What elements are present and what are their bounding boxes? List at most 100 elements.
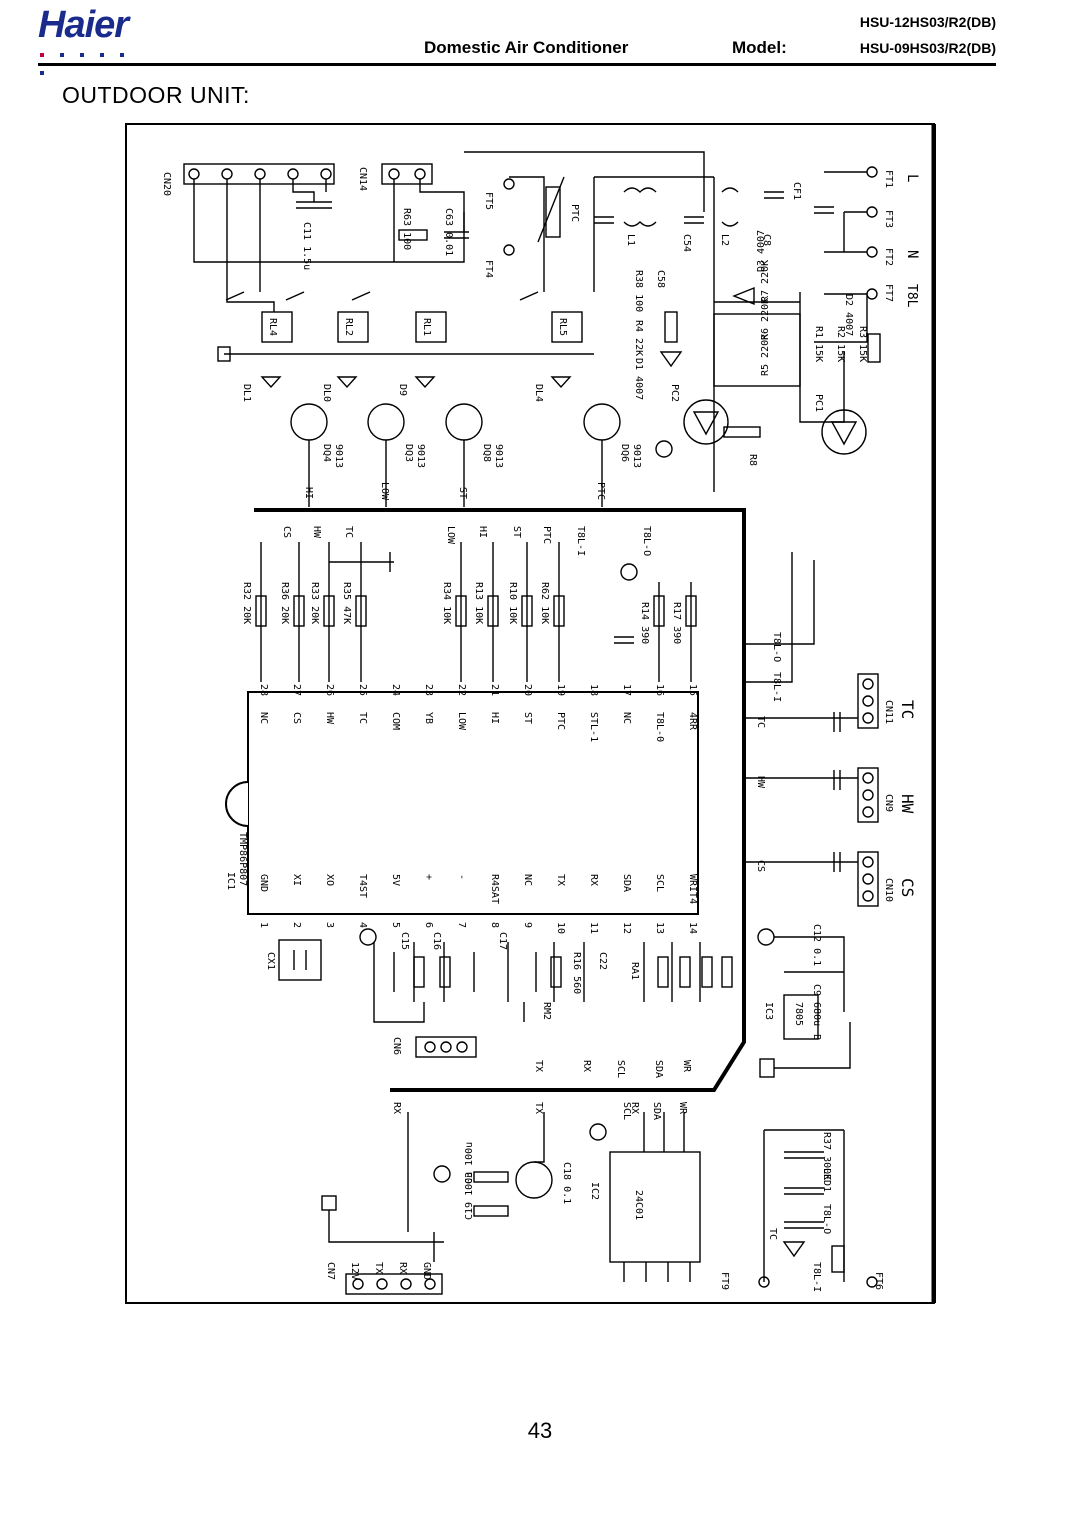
svg-text:FT6: FT6 <box>873 1272 884 1290</box>
ic1-bottom-pin-name: XO <box>324 874 335 886</box>
ic1-top-pin-25: 25 <box>357 684 368 696</box>
sensor-connectors: T8L-O T8L-I CN11 TC CN9 HW CN10 CS TC HW… <box>744 552 917 907</box>
svg-text:7805: 7805 <box>793 1002 804 1026</box>
drive-hi: HI <box>303 487 314 499</box>
ic1-top-net-labels: CS HW TC LOW HI ST PTC T8L-I T8L-O <box>281 526 652 556</box>
ic1-top-pin-22: 22 <box>456 684 467 696</box>
ic1-bottom-pin-5: 5 <box>390 922 401 928</box>
rl2-label: RL2 <box>343 318 354 336</box>
svg-text:TX: TX <box>373 1262 384 1274</box>
mcu-block-outline <box>254 508 746 1092</box>
ic1-top-resistors: R32 20K R36 20K R33 20K R35 47K R34 10K … <box>241 542 697 682</box>
ic1-top-pin-name: TC <box>357 712 368 724</box>
r8-label: R8 <box>747 454 758 466</box>
d1-label: D1 4007 <box>633 358 644 400</box>
dq3-label: DQ3 <box>403 444 414 462</box>
r1-label: R1 15K <box>813 326 824 362</box>
ft2-n-label: N <box>904 250 920 258</box>
cn20-label: CN20 <box>161 172 172 196</box>
ic1-top-pin-name: T8L-0 <box>654 712 665 742</box>
svg-text:C19 100u: C19 100u <box>464 1172 475 1220</box>
r4-label: R4 22K <box>633 320 644 356</box>
ic1-top-pin-21: 21 <box>489 684 500 696</box>
ic1-top-pin-name: 4RR <box>687 712 698 731</box>
svg-text:FT9: FT9 <box>719 1272 730 1290</box>
svg-text:SCL: SCL <box>621 1102 632 1120</box>
ic1-top-pin-name: ST <box>522 712 533 724</box>
r63-label: R63 100 <box>401 208 412 250</box>
ft5-label: FT5 <box>483 192 494 210</box>
svg-text:R13 10K: R13 10K <box>473 582 484 624</box>
svg-text:CS: CS <box>898 878 917 897</box>
ft7-t8l-label: T8L <box>904 284 919 308</box>
rl1-label: RL1 <box>421 318 432 336</box>
svg-text:RA1: RA1 <box>629 962 640 980</box>
svg-text:WR: WR <box>677 1102 688 1115</box>
dq4-label: DQ4 <box>321 444 332 462</box>
ic1-top-pin-name: COM <box>390 712 401 730</box>
ic1-top-pin-28: 28 <box>258 684 269 696</box>
ic1-bottom-pin-9: 9 <box>522 922 533 928</box>
ic1-bottom-pin-name: TX <box>555 874 566 886</box>
brand-wordmark: Haier <box>38 4 129 46</box>
svg-text:HW: HW <box>755 776 766 789</box>
svg-text:R10 10K: R10 10K <box>507 582 518 624</box>
svg-text:IC2: IC2 <box>589 1182 600 1200</box>
drive-low: LOW <box>379 482 390 501</box>
svg-text:HW: HW <box>898 794 917 814</box>
ic1-bottom-pin-11: 11 <box>588 922 599 934</box>
svg-text:HW: HW <box>311 526 322 539</box>
svg-text:T8L-O: T8L-O <box>821 1204 832 1234</box>
ic1-bottom-pin-name: GND <box>258 874 269 892</box>
ic1-bottom-pin-name: SCL <box>654 874 665 892</box>
svg-text:TC: TC <box>767 1228 778 1240</box>
ic1-top-pin-19: 19 <box>555 684 566 696</box>
svg-text:R32 20K: R32 20K <box>241 582 252 624</box>
svg-text:TX: TX <box>533 1102 544 1114</box>
svg-text:CN9: CN9 <box>883 794 894 812</box>
dq6-label: DQ6 <box>619 444 630 462</box>
svg-text:RX: RX <box>581 1060 592 1072</box>
svg-text:R37 300K: R37 300K <box>821 1132 832 1180</box>
svg-text:T8L-I: T8L-I <box>811 1262 822 1292</box>
svg-text:R35 47K: R35 47K <box>341 582 352 624</box>
ft2-label: FT2 <box>883 248 894 266</box>
svg-text:R16 560: R16 560 <box>571 952 582 994</box>
svg-text:RX: RX <box>397 1262 408 1274</box>
bottom-comm-circuit: C18 0.1 C3 100u C19 100u CN7 12V TX RX G… <box>321 1102 701 1295</box>
ic1-bottom-pin-name: SDA <box>621 874 632 892</box>
svg-text:TC: TC <box>343 526 354 538</box>
ic1-mcu: IC1 TMP86P807 <box>225 691 699 915</box>
ic1-bottom-pin-14: 14 <box>687 922 698 934</box>
r2-label: R2 15K <box>835 326 846 362</box>
ic1-bottom-pin-name: - <box>456 874 467 880</box>
svg-text:SCL: SCL <box>615 1060 626 1078</box>
svg-text:C18 0.1: C18 0.1 <box>561 1162 572 1204</box>
ic1-bottom-pin-8: 8 <box>489 922 500 928</box>
svg-text:HI: HI <box>477 526 488 538</box>
model-label: Model: <box>732 38 787 57</box>
ic1-bottom-pin-12: 12 <box>621 922 632 934</box>
svg-text:CN10: CN10 <box>883 878 894 902</box>
svg-text:WR: WR <box>681 1060 692 1073</box>
svg-text:R34 10K: R34 10K <box>441 582 452 624</box>
ic1-top-pin-15: 15 <box>687 684 698 696</box>
ic1-bottom-pin-1: 1 <box>258 922 269 928</box>
r5-label: R5 220K <box>760 334 771 376</box>
svg-text:CN11: CN11 <box>883 700 894 724</box>
svg-text:R36 20K: R36 20K <box>279 582 290 624</box>
ic1-bottom-pin-10: 10 <box>555 922 566 934</box>
haier-logo: Haier <box>38 4 148 75</box>
ic1-top-pin-18: 18 <box>588 684 599 696</box>
ic1-top-pin-name: LOW <box>456 712 467 731</box>
ic1-top-pin-name: HI <box>489 712 500 724</box>
dl0-label: DL0 <box>321 384 332 402</box>
d3-label: D3 4007 <box>756 230 767 272</box>
ic1-top-pin-name: NC <box>621 712 632 724</box>
ic1-bottom-pin-name: WRIT4 <box>687 874 698 904</box>
svg-text:TC: TC <box>898 700 917 719</box>
pc1-optocoupler <box>821 409 867 455</box>
svg-text:C16: C16 <box>431 932 442 950</box>
product-title: Domestic Air Conditioner <box>424 38 629 57</box>
svg-text:RX: RX <box>629 1102 640 1114</box>
